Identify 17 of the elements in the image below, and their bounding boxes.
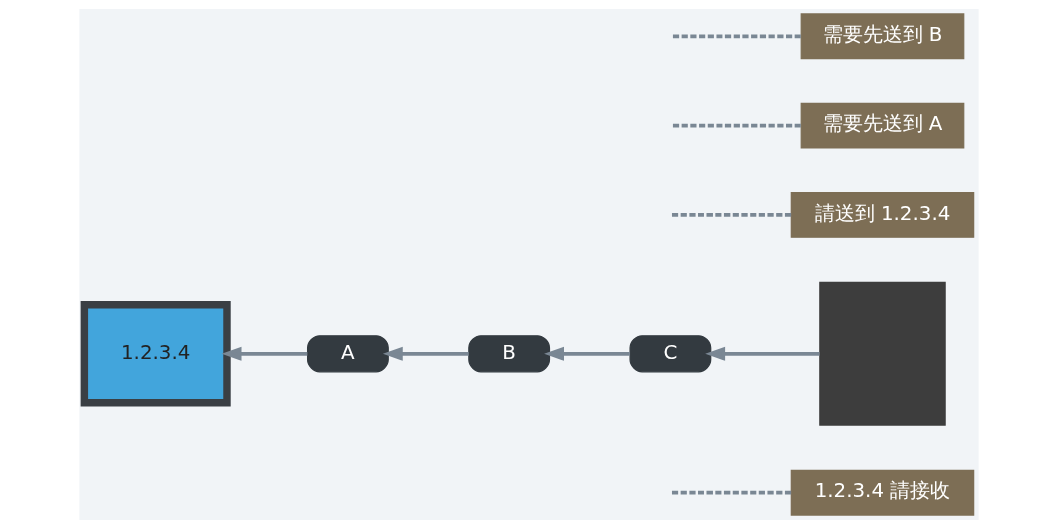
node-box: 需要先送到 A	[800, 102, 965, 149]
node-box: B	[468, 334, 551, 372]
node-box: 1.2.3.4 請接收	[790, 469, 975, 516]
arrow	[705, 346, 820, 361]
node-box: C	[629, 334, 712, 372]
node-box	[819, 281, 946, 426]
node-box: A	[307, 334, 389, 372]
node-box: 1.2.3.4	[80, 300, 231, 406]
node-box: 需要先送到 B	[800, 12, 965, 59]
connector	[671, 212, 792, 217]
connector	[671, 490, 792, 495]
arrow	[382, 346, 469, 361]
node-box: 請送到 1.2.3.4	[790, 191, 975, 238]
connector	[671, 33, 801, 38]
connector	[671, 123, 801, 127]
arrow	[544, 346, 630, 361]
arrow	[221, 346, 308, 361]
